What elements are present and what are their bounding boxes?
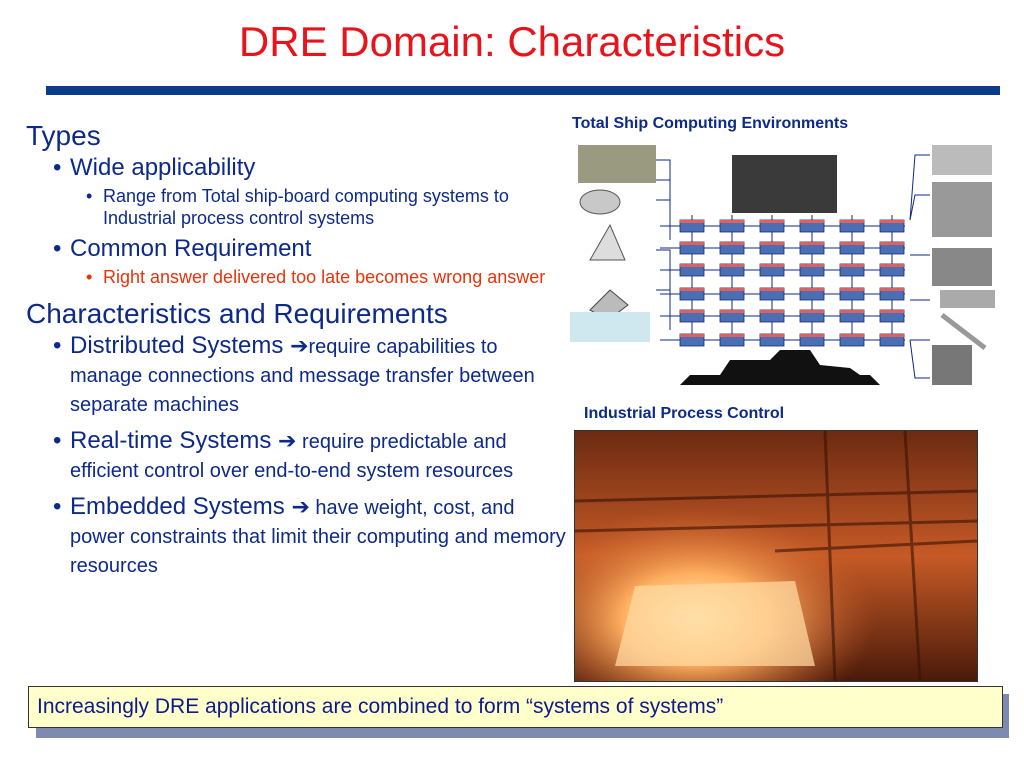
ship-computing-diagram (570, 145, 995, 385)
network-node-stripe (880, 264, 904, 267)
bullet-common-requirement: •Common Requirement (53, 235, 312, 262)
network-node-stripe (680, 310, 704, 313)
helicopter-icon (578, 145, 656, 183)
network-node-stripe (800, 264, 824, 267)
arrow-right-icon: ➔ (291, 494, 310, 519)
network-node-stripe (880, 288, 904, 291)
characteristics-heading: Characteristics and Requirements (26, 298, 448, 329)
network-node-stripe (760, 310, 784, 313)
radar-icon (932, 182, 992, 237)
network-node-stripe (840, 334, 864, 337)
network-node-stripe (800, 242, 824, 245)
network-node-stripe (840, 310, 864, 313)
network-node-stripe (800, 220, 824, 223)
control-room-icon (732, 155, 837, 213)
launcher-icon (940, 290, 995, 308)
aircraft-icon (932, 145, 992, 175)
network-node-stripe (720, 220, 744, 223)
title-divider (46, 86, 1000, 95)
network-node-stripe (680, 334, 704, 337)
ship-silhouette-icon (680, 350, 880, 385)
missile-icon (940, 313, 987, 350)
network-node-stripe (720, 310, 744, 313)
network-node-stripe (760, 264, 784, 267)
network-node-stripe (720, 288, 744, 291)
slide-title: DRE Domain: Characteristics (238, 18, 786, 65)
network-node-stripe (680, 242, 704, 245)
network-node-stripe (680, 288, 704, 291)
network-node-stripe (840, 220, 864, 223)
connector-line (909, 339, 930, 379)
network-node-stripe (680, 264, 704, 267)
network-node-stripe (880, 220, 904, 223)
connector-line (656, 289, 671, 330)
network-node-stripe (760, 242, 784, 245)
network-node-stripe (800, 288, 824, 291)
bullet-wide-applicability: •Wide applicability (53, 154, 256, 181)
ship-caption: Total Ship Computing Environments (572, 115, 849, 132)
industrial-photo (574, 430, 978, 682)
systems-of-systems-banner: Increasingly DRE applications are combin… (28, 686, 1003, 728)
bullet-embedded: •Embedded Systems ➔ have weight, cost, a… (53, 493, 566, 577)
network-node-stripe (760, 220, 784, 223)
network-node-stripe (880, 242, 904, 245)
arrow-right-icon: ➔ (278, 428, 297, 453)
connector-line (909, 154, 930, 221)
sensor-icon (579, 189, 621, 215)
network-grid (656, 154, 930, 379)
network-node-stripe (760, 334, 784, 337)
connector-line (909, 194, 930, 221)
network-node-stripe (880, 310, 904, 313)
gun-icon (932, 345, 972, 385)
network-node-stripe (840, 288, 864, 291)
industrial-caption: Industrial Process Control (584, 405, 785, 422)
antenna-icon (589, 223, 626, 261)
network-node-stripe (800, 334, 824, 337)
types-heading: Types (26, 120, 101, 151)
network-node-stripe (840, 264, 864, 267)
bullet-common-sub: •Right answer delivered too late becomes… (86, 267, 546, 287)
network-node-stripe (720, 334, 744, 337)
network-node-stripe (840, 242, 864, 245)
arrow-right-icon: ➔ (290, 333, 309, 358)
bullet-distributed: •Distributed Systems ➔require capabiliti… (53, 332, 535, 416)
device-icons (570, 145, 995, 385)
water-icon (570, 312, 650, 342)
network-node-stripe (760, 288, 784, 291)
turret-icon (932, 248, 992, 286)
network-node-stripe (880, 334, 904, 337)
bullet-realtime: •Real-time Systems ➔ require predictable… (53, 427, 514, 482)
network-node-stripe (800, 310, 824, 313)
connector-line (656, 249, 671, 290)
network-node-stripe (720, 264, 744, 267)
bullet-list: Types •Wide applicability •Range from To… (26, 120, 566, 580)
bullet-wide-sub: •Range from Total ship-board computing s… (86, 186, 509, 228)
connector-line (656, 199, 671, 240)
network-node-stripe (720, 242, 744, 245)
network-node-stripe (680, 220, 704, 223)
